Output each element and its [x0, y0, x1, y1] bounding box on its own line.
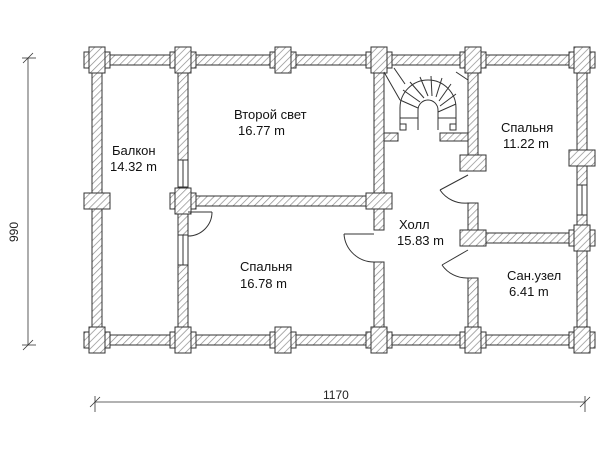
walls: [87, 54, 591, 346]
doors: [187, 174, 469, 279]
room-name-hall: Холл: [399, 217, 430, 232]
room-area-bedroom-right: 11.22 m: [503, 136, 549, 151]
windows: [177, 159, 588, 266]
room-area-bedroom-center: 16.78 m: [240, 276, 287, 291]
door-right-bedroom: [439, 174, 469, 204]
room-area-hall: 15.83 m: [397, 233, 444, 248]
wall-stair-stub-2: [439, 132, 469, 142]
room-name-bedroom-right: Спальня: [501, 120, 553, 135]
staircase: [383, 67, 469, 131]
log-joints: [83, 46, 596, 354]
stair-post-right: [449, 123, 457, 131]
door-bathroom: [441, 249, 469, 279]
room-area-double-height: 16.77 m: [238, 123, 285, 138]
wall-top: [87, 54, 591, 66]
room-labels: Балкон 14.32 m Второй свет 16.77 m Спаль…: [110, 107, 561, 299]
dimension-width: [89, 396, 591, 412]
room-area-balcony: 14.32 m: [110, 159, 157, 174]
room-name-bathroom: Сан.узел: [507, 268, 561, 283]
stair-post-left: [399, 123, 407, 131]
dimension-height-label: 990: [7, 222, 21, 242]
wall-stair-stub: [383, 132, 399, 142]
dimension-height: [22, 52, 36, 351]
room-name-bedroom-center: Спальня: [240, 259, 292, 274]
wall-mid-horizontal: [177, 195, 379, 207]
room-name-double-height: Второй свет: [234, 107, 307, 122]
dimension-width-label: 1170: [323, 388, 349, 402]
room-area-bathroom: 6.41 m: [509, 284, 549, 299]
door-bedroom-center: [187, 211, 213, 237]
door-hall-to-bedroom: [343, 233, 375, 263]
wall-bottom: [87, 334, 591, 346]
room-name-balcony: Балкон: [112, 143, 156, 158]
